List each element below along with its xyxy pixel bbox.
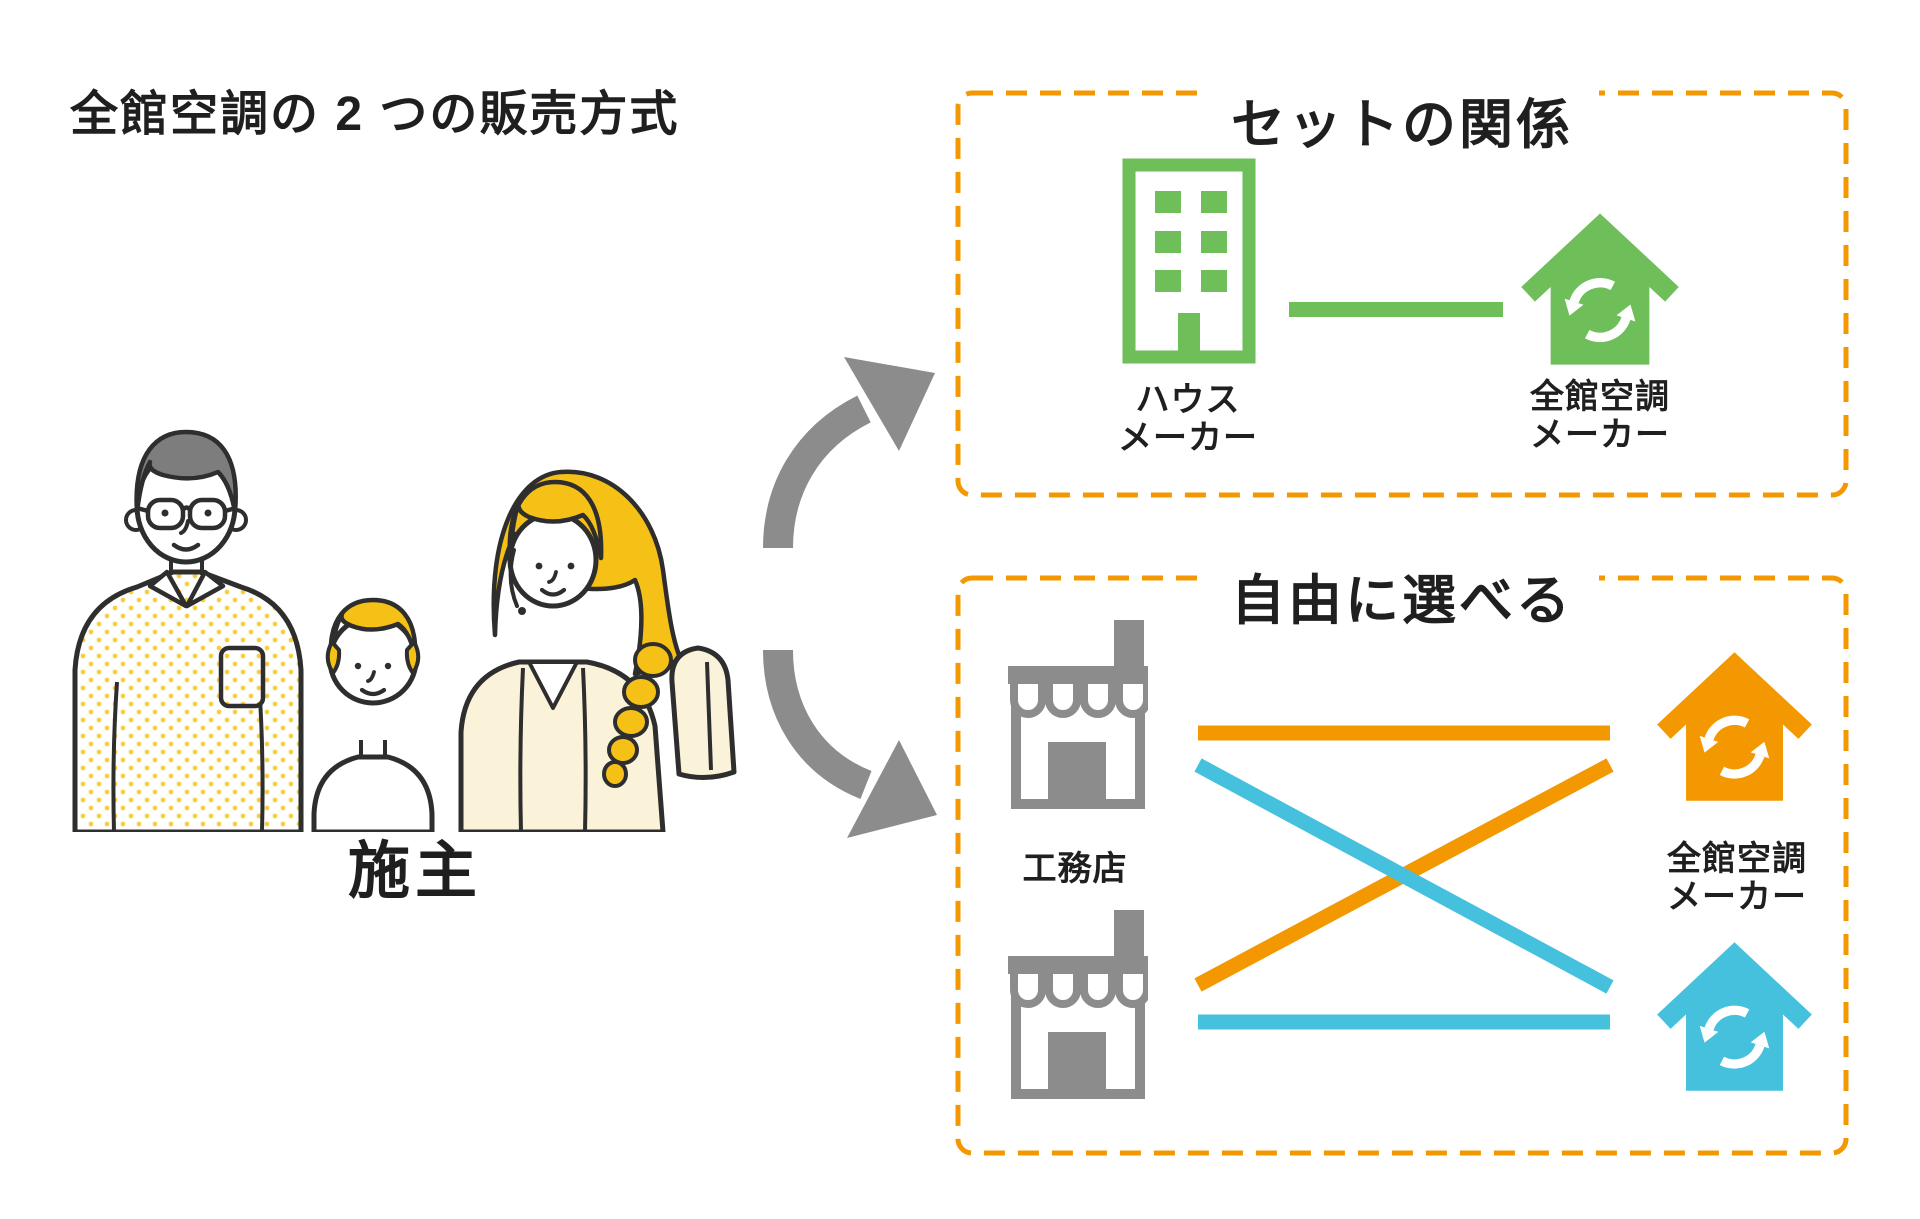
ac-maker-label-set: 全館空調 メーカー	[1518, 378, 1682, 454]
house-maker-building-icon	[1122, 158, 1256, 364]
connection-line-blue-diagonal	[1194, 758, 1614, 994]
glasses-icon	[136, 497, 237, 531]
page-title: 全館空調の 2 つの販売方式	[70, 88, 680, 141]
ac-maker-house-icon-blue	[1652, 938, 1817, 1093]
mother-figure	[458, 469, 737, 832]
house-maker-label-line2: メーカー	[1118, 419, 1258, 458]
store-icon-2	[1008, 908, 1148, 1100]
house-maker-label: ハウス メーカー	[1108, 381, 1268, 457]
ac-maker-house-icon-orange	[1652, 648, 1817, 803]
owner-label: 施主	[347, 837, 482, 906]
curved-arrow-down-icon	[763, 649, 937, 838]
child-figure	[311, 597, 435, 832]
curved-arrow-up-icon	[763, 357, 935, 549]
connection-line-green	[1289, 302, 1503, 317]
ac-maker-label-free-line2: メーカー	[1667, 878, 1807, 917]
ac-maker-label-set-line1: 全館空調	[1530, 378, 1670, 416]
store-icon-1	[1008, 618, 1148, 810]
flow-arrows	[763, 357, 937, 838]
choice-connection-lines	[1194, 725, 1614, 1030]
ac-maker-house-icon-green	[1516, 209, 1684, 367]
braid	[602, 642, 673, 788]
family-illustration	[72, 429, 737, 832]
set-relation-box-border	[955, 90, 1849, 498]
ac-maker-label-free: 全館空調 メーカー	[1655, 840, 1819, 916]
ac-maker-label-set-line2: メーカー	[1530, 416, 1670, 455]
free-choice-box-border	[955, 575, 1849, 1156]
ac-maker-label-free-line1: 全館空調	[1667, 840, 1807, 878]
father-figure	[72, 429, 304, 832]
house-maker-label-line1: ハウス	[1135, 381, 1241, 419]
store-label: 工務店	[1022, 850, 1128, 888]
